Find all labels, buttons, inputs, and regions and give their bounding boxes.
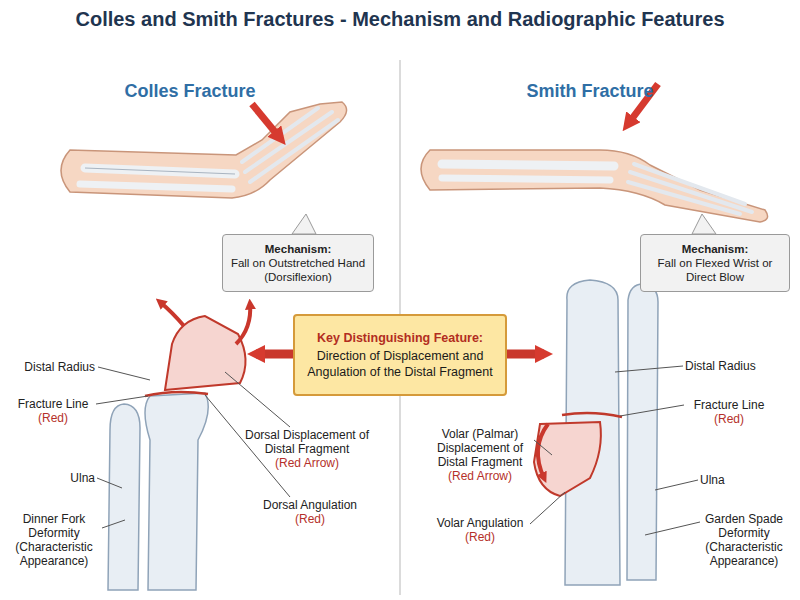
- leader-line: [620, 405, 684, 416]
- hand-bones: [242, 108, 338, 182]
- fracture-line: [562, 413, 622, 417]
- leader-line: [96, 396, 148, 404]
- fracture-line: [145, 392, 208, 396]
- part-label: Ulna: [700, 473, 760, 487]
- leader-line: [98, 367, 150, 380]
- leader-line: [645, 522, 700, 535]
- color-note: (Red): [424, 530, 536, 544]
- deformity-label: Dinner Fork Deformity (Characteristic Ap…: [6, 512, 102, 568]
- force-arrow: [252, 104, 280, 138]
- node-body: Fall on Outstretched Hand (Dorsiflexion): [228, 256, 368, 284]
- mechanism-callout: Mechanism:Fall on Outstretched Hand (Dor…: [222, 234, 374, 292]
- color-note: (Red Arrow): [238, 456, 376, 470]
- diagram-title: Colles and Smith Fractures - Mechanism a…: [0, 8, 800, 31]
- node-body: Fall on Flexed Wrist or Direct Blow: [646, 256, 784, 284]
- leader-line: [225, 372, 290, 427]
- ulna-bone: [442, 178, 610, 180]
- section-heading: Smith Fracture: [490, 80, 690, 102]
- color-note: (Red Arrow): [424, 469, 536, 483]
- radius-bone: [85, 168, 235, 174]
- hand-bones: [628, 164, 752, 214]
- leader-line: [530, 492, 565, 524]
- feature-label: Volar (Palmar) Displacement of Distal Fr…: [424, 427, 536, 469]
- leader-line: [534, 440, 552, 455]
- pointer-arrow: [256, 350, 296, 359]
- callout-tail: [292, 214, 316, 234]
- pointer-arrow: [504, 350, 544, 359]
- feature-label: Dorsal Angulation: [250, 498, 370, 512]
- part-label: Fracture Line: [10, 397, 96, 411]
- forearm-skin: [61, 102, 347, 198]
- callout-tail: [692, 214, 716, 234]
- leader-line: [655, 480, 698, 490]
- ulna-bone: [627, 284, 658, 580]
- part-label: Ulna: [30, 471, 95, 485]
- section-heading: Colles Fracture: [90, 80, 290, 102]
- color-note: (Red): [250, 512, 370, 526]
- displacement-arrow: [160, 302, 184, 326]
- part-label: Distal Radius: [0, 360, 95, 374]
- color-note: (Red): [10, 411, 96, 425]
- color-note: (Red): [684, 412, 774, 426]
- key-feature-box: Key Distinguishing Feature: Direction of …: [293, 314, 507, 396]
- node-heading: Mechanism:: [265, 242, 331, 256]
- node-body: Direction of Displacement and Angulation…: [300, 348, 500, 380]
- mechanism-callout: Mechanism:Fall on Flexed Wrist or Direct…: [640, 234, 790, 292]
- node-heading: Mechanism:: [682, 242, 748, 256]
- radius-outline: [85, 168, 235, 174]
- part-label: Distal Radius: [685, 359, 795, 373]
- leader-line: [102, 520, 125, 528]
- ulna-bone: [80, 184, 232, 189]
- distal-fragment: [534, 422, 601, 496]
- ulna-bone: [108, 404, 140, 590]
- leader-line: [615, 366, 683, 372]
- forearm-skin: [421, 150, 768, 222]
- radius-bone: [145, 393, 208, 590]
- angulation-arrow: [236, 304, 250, 344]
- node-heading: Key Distinguishing Feature:: [317, 330, 483, 346]
- radius-bone: [442, 164, 614, 166]
- deformity-label: Garden Spade Deformity (Characteristic A…: [694, 512, 794, 568]
- part-label: Fracture Line: [684, 398, 774, 412]
- feature-label: Volar Angulation: [424, 516, 536, 530]
- leader-line: [97, 478, 122, 488]
- feature-label: Dorsal Displacement of Distal Fragment: [238, 428, 376, 456]
